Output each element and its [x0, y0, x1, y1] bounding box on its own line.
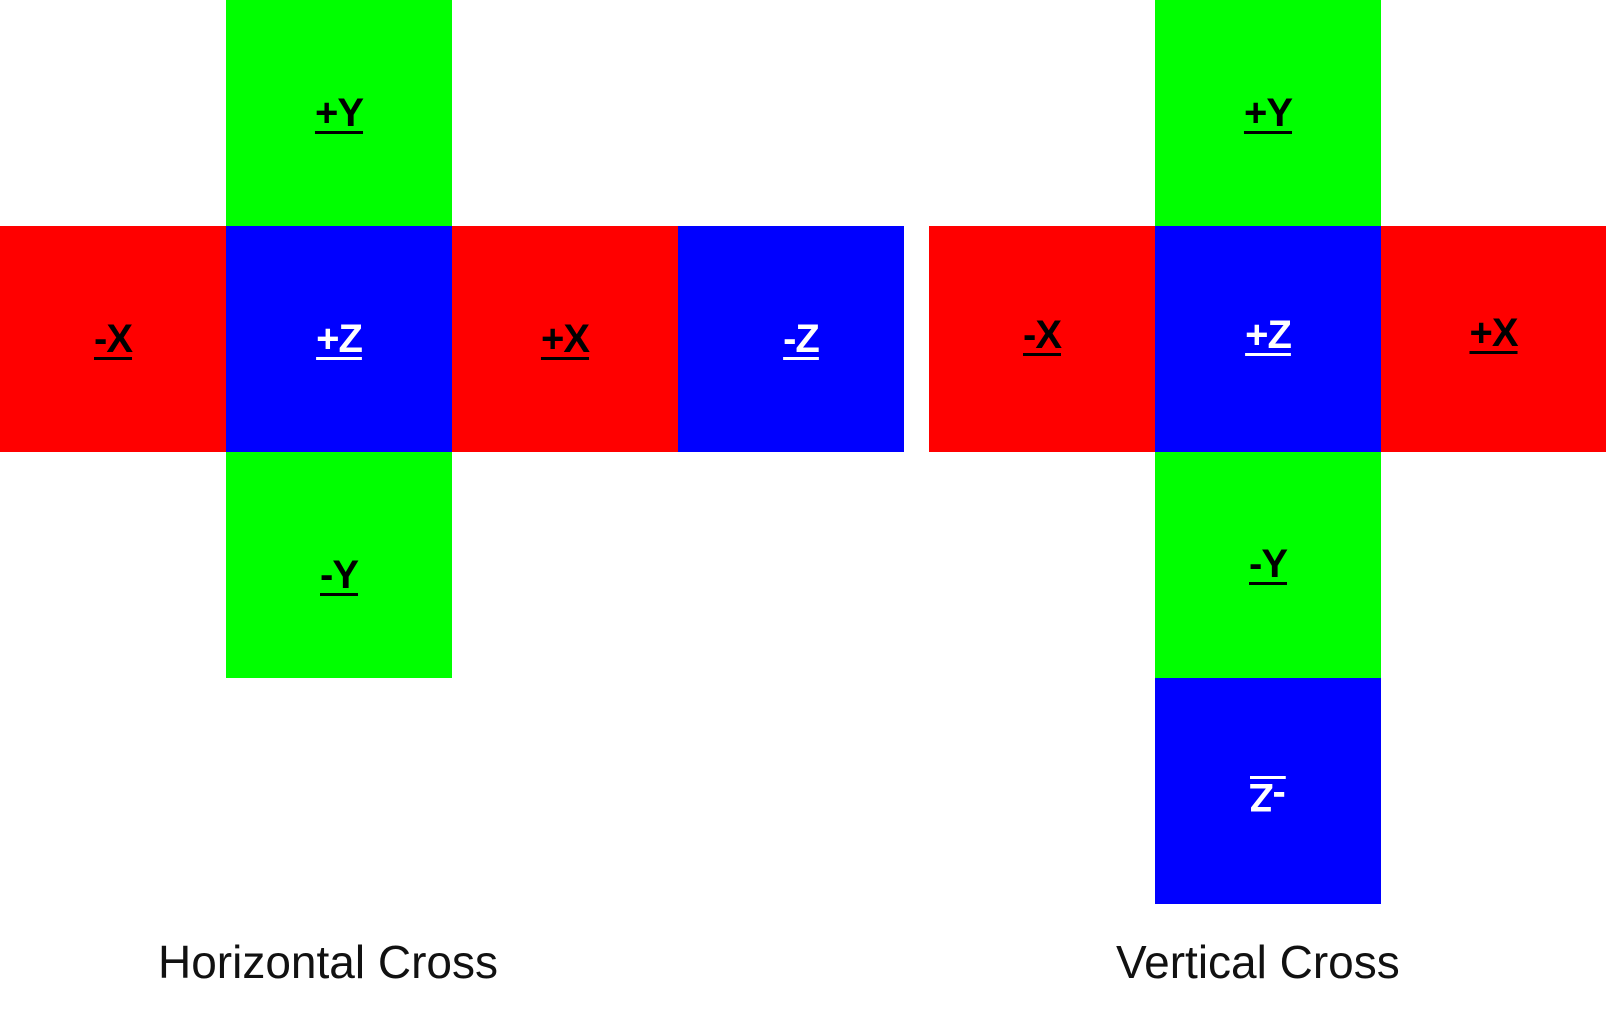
vertical-face-pos-y: +Y	[1155, 0, 1381, 226]
vertical-face-neg-x: -X	[929, 226, 1155, 452]
vertical-face-neg-z-label: -Z	[1250, 774, 1286, 819]
vertical-face-pos-x-label: +X	[1469, 310, 1518, 355]
horizontal-face-pos-z: +Z	[226, 226, 452, 452]
horizontal-face-pos-y: +Y	[226, 0, 452, 226]
horizontal-face-pos-x-label: +X	[540, 316, 590, 361]
horizontal-face-pos-y-label: +Y	[314, 90, 364, 135]
horizontal-face-pos-z-label: +Z	[316, 316, 363, 361]
horizontal-face-neg-z: -Z	[678, 226, 904, 452]
vertical-face-neg-y-label: -Y	[1249, 541, 1288, 586]
horizontal-face-neg-y: -Y	[226, 452, 452, 678]
vertical-face-pos-y-label: +Y	[1243, 90, 1293, 135]
horizontal-face-pos-x: +X	[452, 226, 678, 452]
vertical-face-neg-y: -Y	[1155, 452, 1381, 678]
horizontal-face-neg-x-label: -X	[94, 316, 133, 361]
vertical-face-neg-z: -Z	[1155, 678, 1381, 904]
vertical-face-pos-z-label: +Z	[1245, 312, 1292, 357]
horizontal-face-neg-z-label: -Z	[783, 316, 820, 361]
horizontal-face-neg-y-label: -Y	[320, 552, 359, 597]
vertical-face-neg-x-label: -X	[1023, 312, 1062, 357]
horizontal-cross-caption: Horizontal Cross	[158, 936, 498, 988]
horizontal-face-neg-x: -X	[0, 226, 226, 452]
vertical-face-pos-x: +X	[1381, 226, 1606, 452]
vertical-cross-caption: Vertical Cross	[1116, 936, 1400, 988]
vertical-face-pos-z: +Z	[1155, 226, 1381, 452]
